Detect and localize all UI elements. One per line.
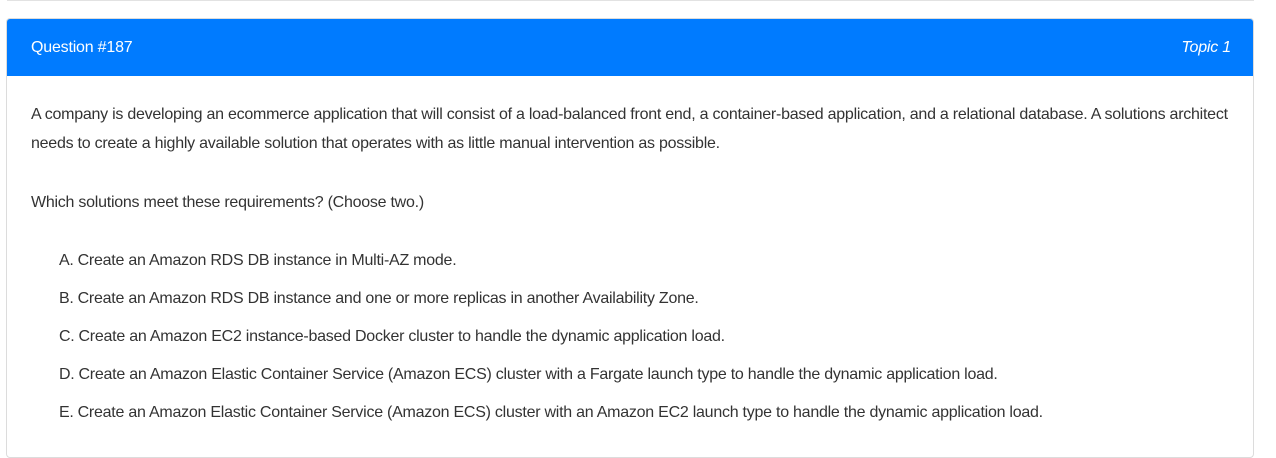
- question-header: Question #187 Topic 1: [7, 19, 1253, 76]
- choice-text: Create an Amazon Elastic Container Servi…: [78, 366, 998, 383]
- choice-list: A. Create an Amazon RDS DB instance in M…: [31, 250, 1229, 440]
- choice-item-d[interactable]: D. Create an Amazon Elastic Container Se…: [59, 364, 1229, 402]
- choice-text: Create an Amazon Elastic Container Servi…: [77, 404, 1044, 421]
- question-card: Question #187 Topic 1 A company is devel…: [6, 18, 1254, 458]
- question-prompt: Which solutions meet these requirements?…: [31, 194, 424, 211]
- question-body: A company is developing an ecommerce app…: [7, 76, 1253, 440]
- choice-letter: B.: [59, 290, 74, 307]
- question-number: Question #187: [31, 38, 133, 56]
- choice-letter: C.: [59, 328, 75, 345]
- choice-letter: D.: [59, 366, 75, 383]
- choice-item-e[interactable]: E. Create an Amazon Elastic Container Se…: [59, 402, 1229, 440]
- topic-label: Topic 1: [1181, 38, 1231, 56]
- choice-item-a[interactable]: A. Create an Amazon RDS DB instance in M…: [59, 250, 1229, 288]
- choice-letter: E.: [59, 404, 74, 421]
- choice-item-c[interactable]: C. Create an Amazon EC2 instance-based D…: [59, 326, 1229, 364]
- choice-item-b[interactable]: B. Create an Amazon RDS DB instance and …: [59, 288, 1229, 326]
- choice-text: Create an Amazon EC2 instance-based Dock…: [78, 328, 726, 345]
- choice-text: Create an Amazon RDS DB instance in Mult…: [77, 252, 457, 269]
- choice-letter: A.: [59, 252, 74, 269]
- top-divider: [7, 0, 1254, 1]
- question-text: A company is developing an ecommerce app…: [31, 106, 1228, 152]
- choice-text: Create an Amazon RDS DB instance and one…: [77, 290, 699, 307]
